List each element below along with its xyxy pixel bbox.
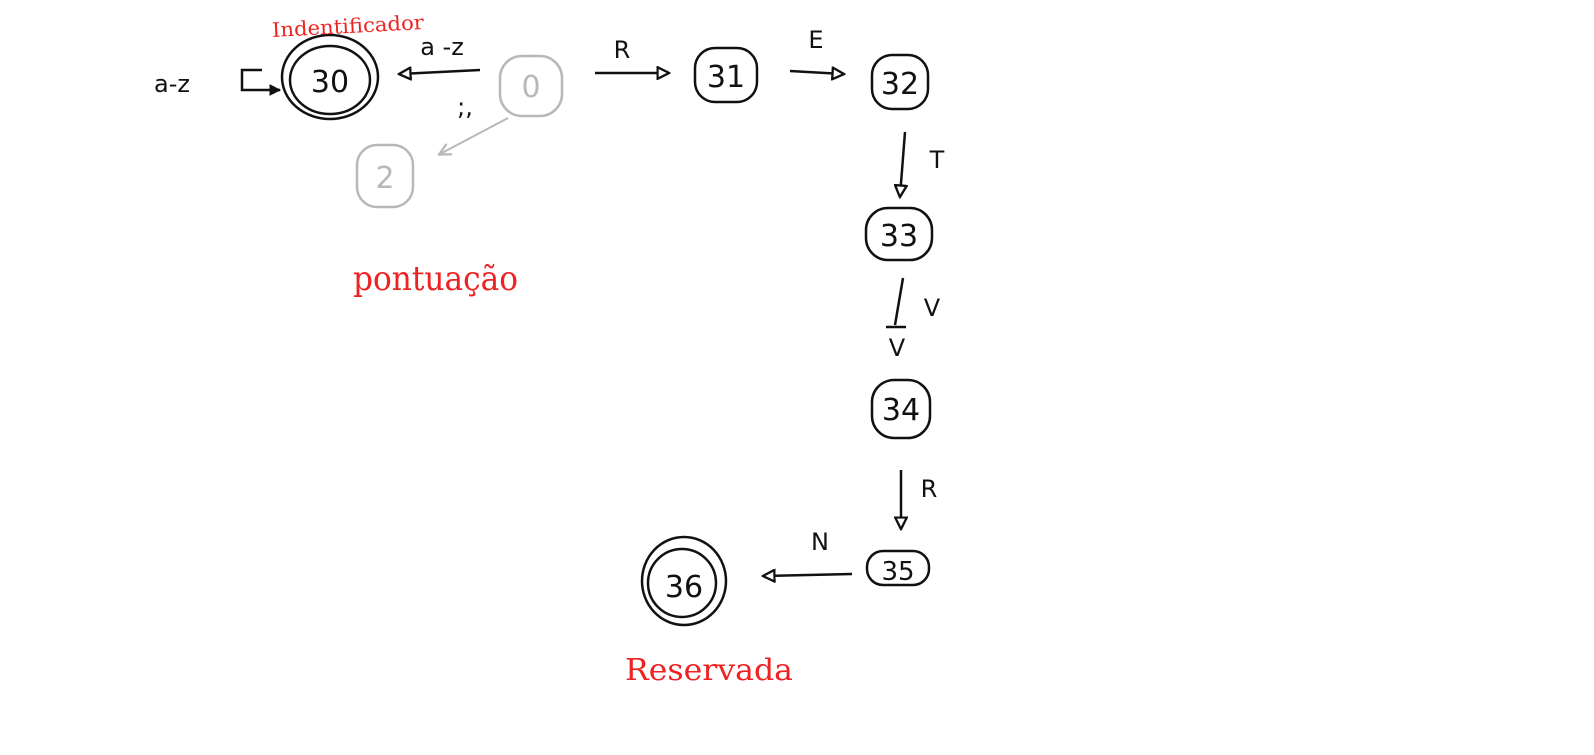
state-35-label: 35 (881, 557, 914, 587)
state-33: 33 (864, 206, 934, 262)
state-32-shape (870, 53, 930, 111)
state-2-label: 2 (375, 161, 394, 196)
state-31-shape (693, 46, 759, 104)
self-loop-label: a-z (154, 70, 190, 98)
self-loop-arrow (240, 68, 282, 96)
transition-0-to-30: a -z (400, 33, 481, 74)
state-36-outer-circle (640, 535, 728, 627)
state-34-label: 34 (882, 393, 920, 428)
transition-30-self-loop: a-z (154, 68, 282, 98)
transition-33-to-34: V V (886, 277, 941, 362)
state-35-shape (865, 549, 931, 587)
transition-32-33-label: T (929, 146, 945, 174)
transition-31-32-label: E (808, 26, 823, 54)
state-0-shape (498, 54, 564, 118)
transition-31-to-32: E (789, 26, 843, 74)
annotation-pontuacao: pontuação (353, 259, 518, 299)
state-36: 36 (640, 535, 728, 627)
transition-0-to-2: ;, (440, 93, 509, 154)
state-33-label: 33 (880, 219, 918, 254)
state-32-label: 32 (881, 67, 919, 102)
transition-34-to-35: R (901, 470, 937, 528)
transition-0-2-label: ;, (457, 93, 473, 121)
state-34: 34 (870, 378, 932, 440)
state-32: 32 (870, 53, 930, 111)
transition-35-36-label: N (811, 528, 829, 556)
state-35: 35 (865, 549, 931, 587)
state-36-label: 36 (665, 570, 703, 605)
transition-0-2-arrow (440, 117, 509, 154)
transition-34-35-label: R (921, 475, 938, 503)
state-30-label: 30 (311, 65, 349, 100)
state-33-shape (864, 206, 934, 262)
state-30-inner-circle (288, 44, 372, 116)
transition-0-to-31: R (595, 36, 668, 73)
transition-31-32-arrow (789, 71, 843, 74)
transition-0-31-label: R (614, 36, 631, 64)
state-30-outer-circle (280, 33, 380, 121)
transition-33-34-arrow (893, 277, 905, 326)
transition-32-33-arrow (900, 131, 905, 196)
transition-35-to-36: N (764, 528, 853, 576)
state-31: 31 (693, 46, 759, 104)
transition-0-30-label: a -z (420, 33, 464, 61)
state-2: 2 (355, 143, 415, 209)
transition-32-to-33: T (900, 131, 945, 196)
annotation-reservada: Reservada (625, 653, 793, 688)
state-0-label: 0 (521, 70, 540, 105)
state-2-shape (355, 143, 415, 209)
transition-0-30-arrow (400, 70, 481, 74)
state-31-label: 31 (707, 60, 745, 95)
state-34-shape (870, 378, 932, 440)
state-30: 30 (280, 33, 380, 121)
transition-35-36-arrow (764, 574, 853, 576)
annotation-identificador: Indentificador (271, 10, 425, 42)
transition-33-34-mark: V (889, 334, 906, 362)
state-0: 0 (498, 54, 564, 118)
state-36-inner-circle (646, 547, 718, 619)
transition-33-34-label: V (924, 294, 941, 322)
